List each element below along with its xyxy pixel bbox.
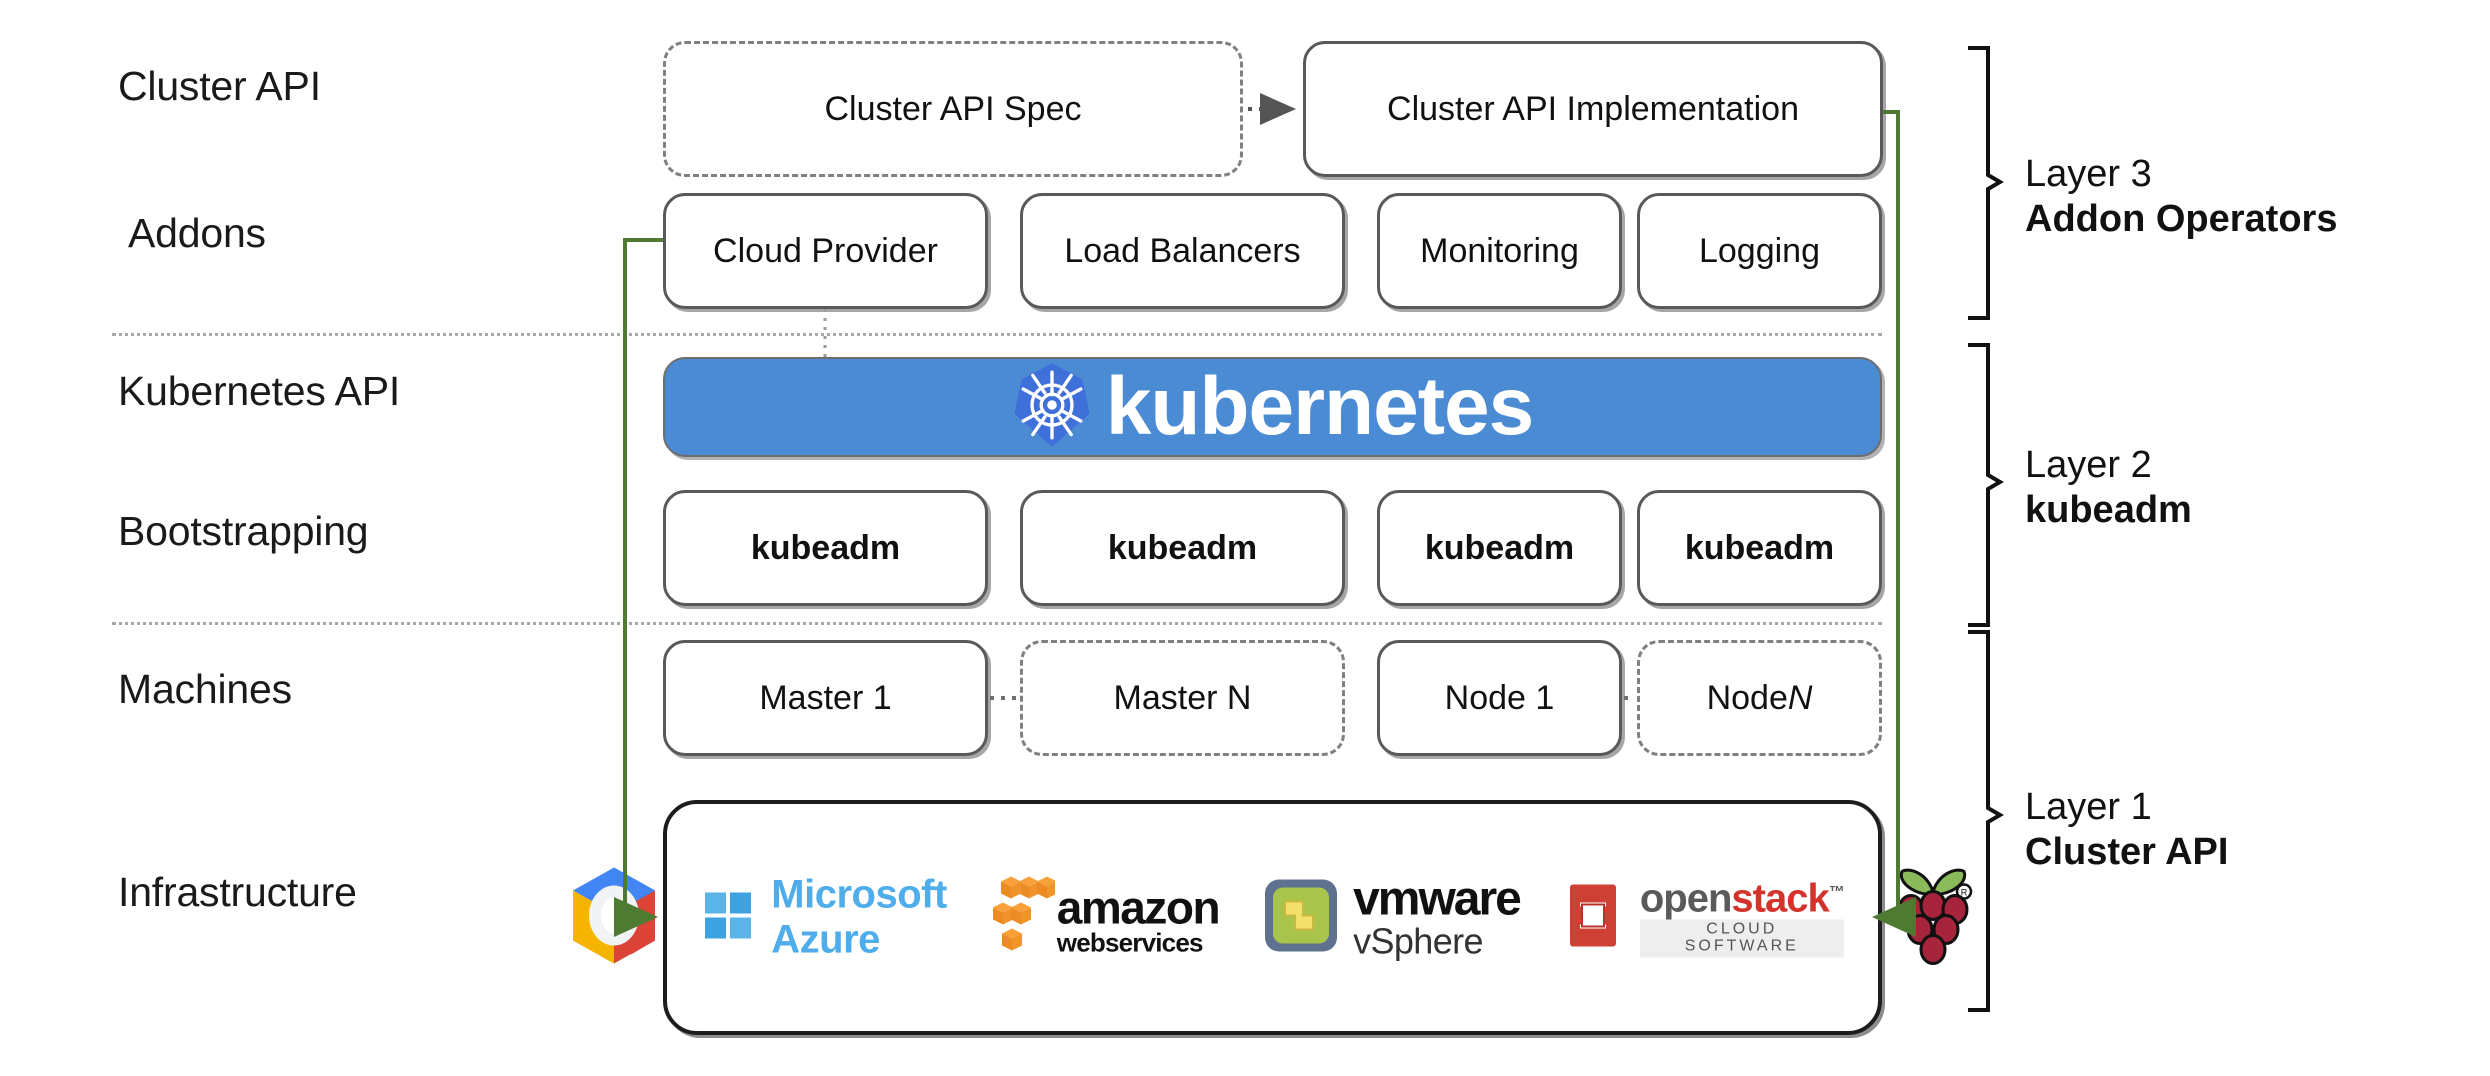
row-label-kubernetes-api: Kubernetes API <box>118 368 401 414</box>
layer-1-number: Layer 1 <box>2025 786 2152 828</box>
layer-3-name: Addon Operators <box>2025 197 2338 240</box>
openstack-wordmark: openstack™ <box>1639 876 1845 921</box>
layer-3-label: Layer 3 Addon Operators <box>2025 152 2337 242</box>
kubernetes-wheel-logo <box>1012 361 1092 454</box>
raspberry-pi-logo: R <box>1890 863 1976 972</box>
row-label-machines: Machines <box>118 666 292 712</box>
green-connector-left <box>614 238 663 937</box>
logo-cell-azure[interactable]: Microsoft Azure <box>705 873 947 963</box>
vmware-wordmark: vmware <box>1353 872 1522 926</box>
box-logging-label: Logging <box>1698 231 1820 270</box>
box-logging[interactable]: Logging <box>1637 193 1882 309</box>
amazon-wordmark: amazon <box>1056 881 1221 934</box>
row-label-bootstrapping: Bootstrapping <box>118 508 369 554</box>
box-cluster-api-implementation[interactable]: Cluster API Implementation <box>1303 41 1883 177</box>
box-cloud-provider[interactable]: Cloud Provider <box>663 193 988 309</box>
layer-1-name: Cluster API <box>2025 830 2229 873</box>
layer-2-label: Layer 2 kubeadm <box>2025 443 2192 533</box>
box-node-n[interactable]: Node N <box>1637 640 1882 756</box>
layer-2-number: Layer 2 <box>2025 444 2152 486</box>
logo-cell-openstack[interactable]: openstack™ CLOUD SOFTWARE <box>1566 876 1845 958</box>
kubernetes-banner-text: kubernetes <box>1105 361 1535 452</box>
layer-2-name: kubeadm <box>2025 488 2192 531</box>
box-monitoring-label: Monitoring <box>1420 231 1579 270</box>
divider-layer2-layer1 <box>112 622 1882 625</box>
vmware-app-icon <box>1265 879 1338 956</box>
box-kubeadm-2[interactable]: kubeadm <box>1020 490 1345 606</box>
logo-cell-aws[interactable]: amazon webservices <box>992 876 1221 959</box>
box-kubeadm-4[interactable]: kubeadm <box>1637 490 1882 606</box>
provider-logo-strip: Microsoft Azure <box>573 863 1972 972</box>
box-load-balancers-label: Load Balancers <box>1064 231 1301 270</box>
infrastructure-container[interactable]: Microsoft Azure <box>573 800 1972 1035</box>
box-master-1-label: Master 1 <box>759 678 892 717</box>
logo-cell-gcp[interactable] <box>569 865 659 970</box>
box-cluster-api-spec-label: Cluster API Spec <box>824 89 1082 128</box>
box-master-1[interactable]: Master 1 <box>663 640 988 756</box>
layer-1-label: Layer 1 Cluster API <box>2025 785 2228 875</box>
box-kubeadm-2-label: kubeadm <box>1107 528 1258 567</box>
divider-layer3-layer2 <box>112 333 1882 336</box>
aws-cubes-icon <box>992 876 1057 959</box>
box-node-1[interactable]: Node 1 <box>1377 640 1622 756</box>
box-kubeadm-4-label: kubeadm <box>1684 528 1835 567</box>
layer-3-number: Layer 3 <box>2025 153 2152 195</box>
box-kubeadm-3-label: kubeadm <box>1424 528 1575 567</box>
box-monitoring[interactable]: Monitoring <box>1377 193 1622 309</box>
box-kubeadm-1-label: kubeadm <box>750 528 901 567</box>
logo-cell-vmware[interactable]: vmware vSphere <box>1265 872 1522 962</box>
microsoft-azure-wordmark: Microsoft Azure <box>771 872 947 962</box>
google-cloud-platform-logo <box>569 865 659 970</box>
svg-text:R: R <box>1960 887 1967 897</box>
row-label-infrastructure: Infrastructure <box>118 869 357 915</box>
green-connector-right <box>1872 110 1916 937</box>
bracket-layer-2 <box>1968 343 2004 627</box>
box-node-1-label: Node 1 <box>1444 678 1555 717</box>
box-master-n-label: Master N <box>1113 678 1252 717</box>
kubernetes-api-banner[interactable]: kubernetes <box>663 357 1882 457</box>
box-cluster-api-spec[interactable]: Cluster API Spec <box>663 41 1243 177</box>
box-cluster-api-implementation-label: Cluster API Implementation <box>1387 89 1799 128</box>
box-kubeadm-3[interactable]: kubeadm <box>1377 490 1622 606</box>
bracket-layer-3 <box>1968 46 2004 320</box>
box-cloud-provider-label: Cloud Provider <box>713 231 938 270</box>
box-node-n-prefix: Node <box>1706 678 1788 717</box>
row-label-cluster-api: Cluster API <box>118 63 321 109</box>
openstack-icon <box>1566 880 1624 955</box>
row-label-addons: Addons <box>128 210 266 256</box>
microsoft-window-icon <box>705 892 752 943</box>
openstack-tagline: CLOUD SOFTWARE <box>1639 919 1844 958</box>
vsphere-wordmark: vSphere <box>1353 920 1483 962</box>
box-master-n[interactable]: Master N <box>1020 640 1345 756</box>
web-services-wordmark: webservices <box>1056 927 1204 958</box>
box-node-n-label: N <box>1787 678 1813 717</box>
logo-cell-raspberry-pi[interactable]: R <box>1890 863 1976 972</box>
box-load-balancers[interactable]: Load Balancers <box>1020 193 1345 309</box>
box-kubeadm-1[interactable]: kubeadm <box>663 490 988 606</box>
